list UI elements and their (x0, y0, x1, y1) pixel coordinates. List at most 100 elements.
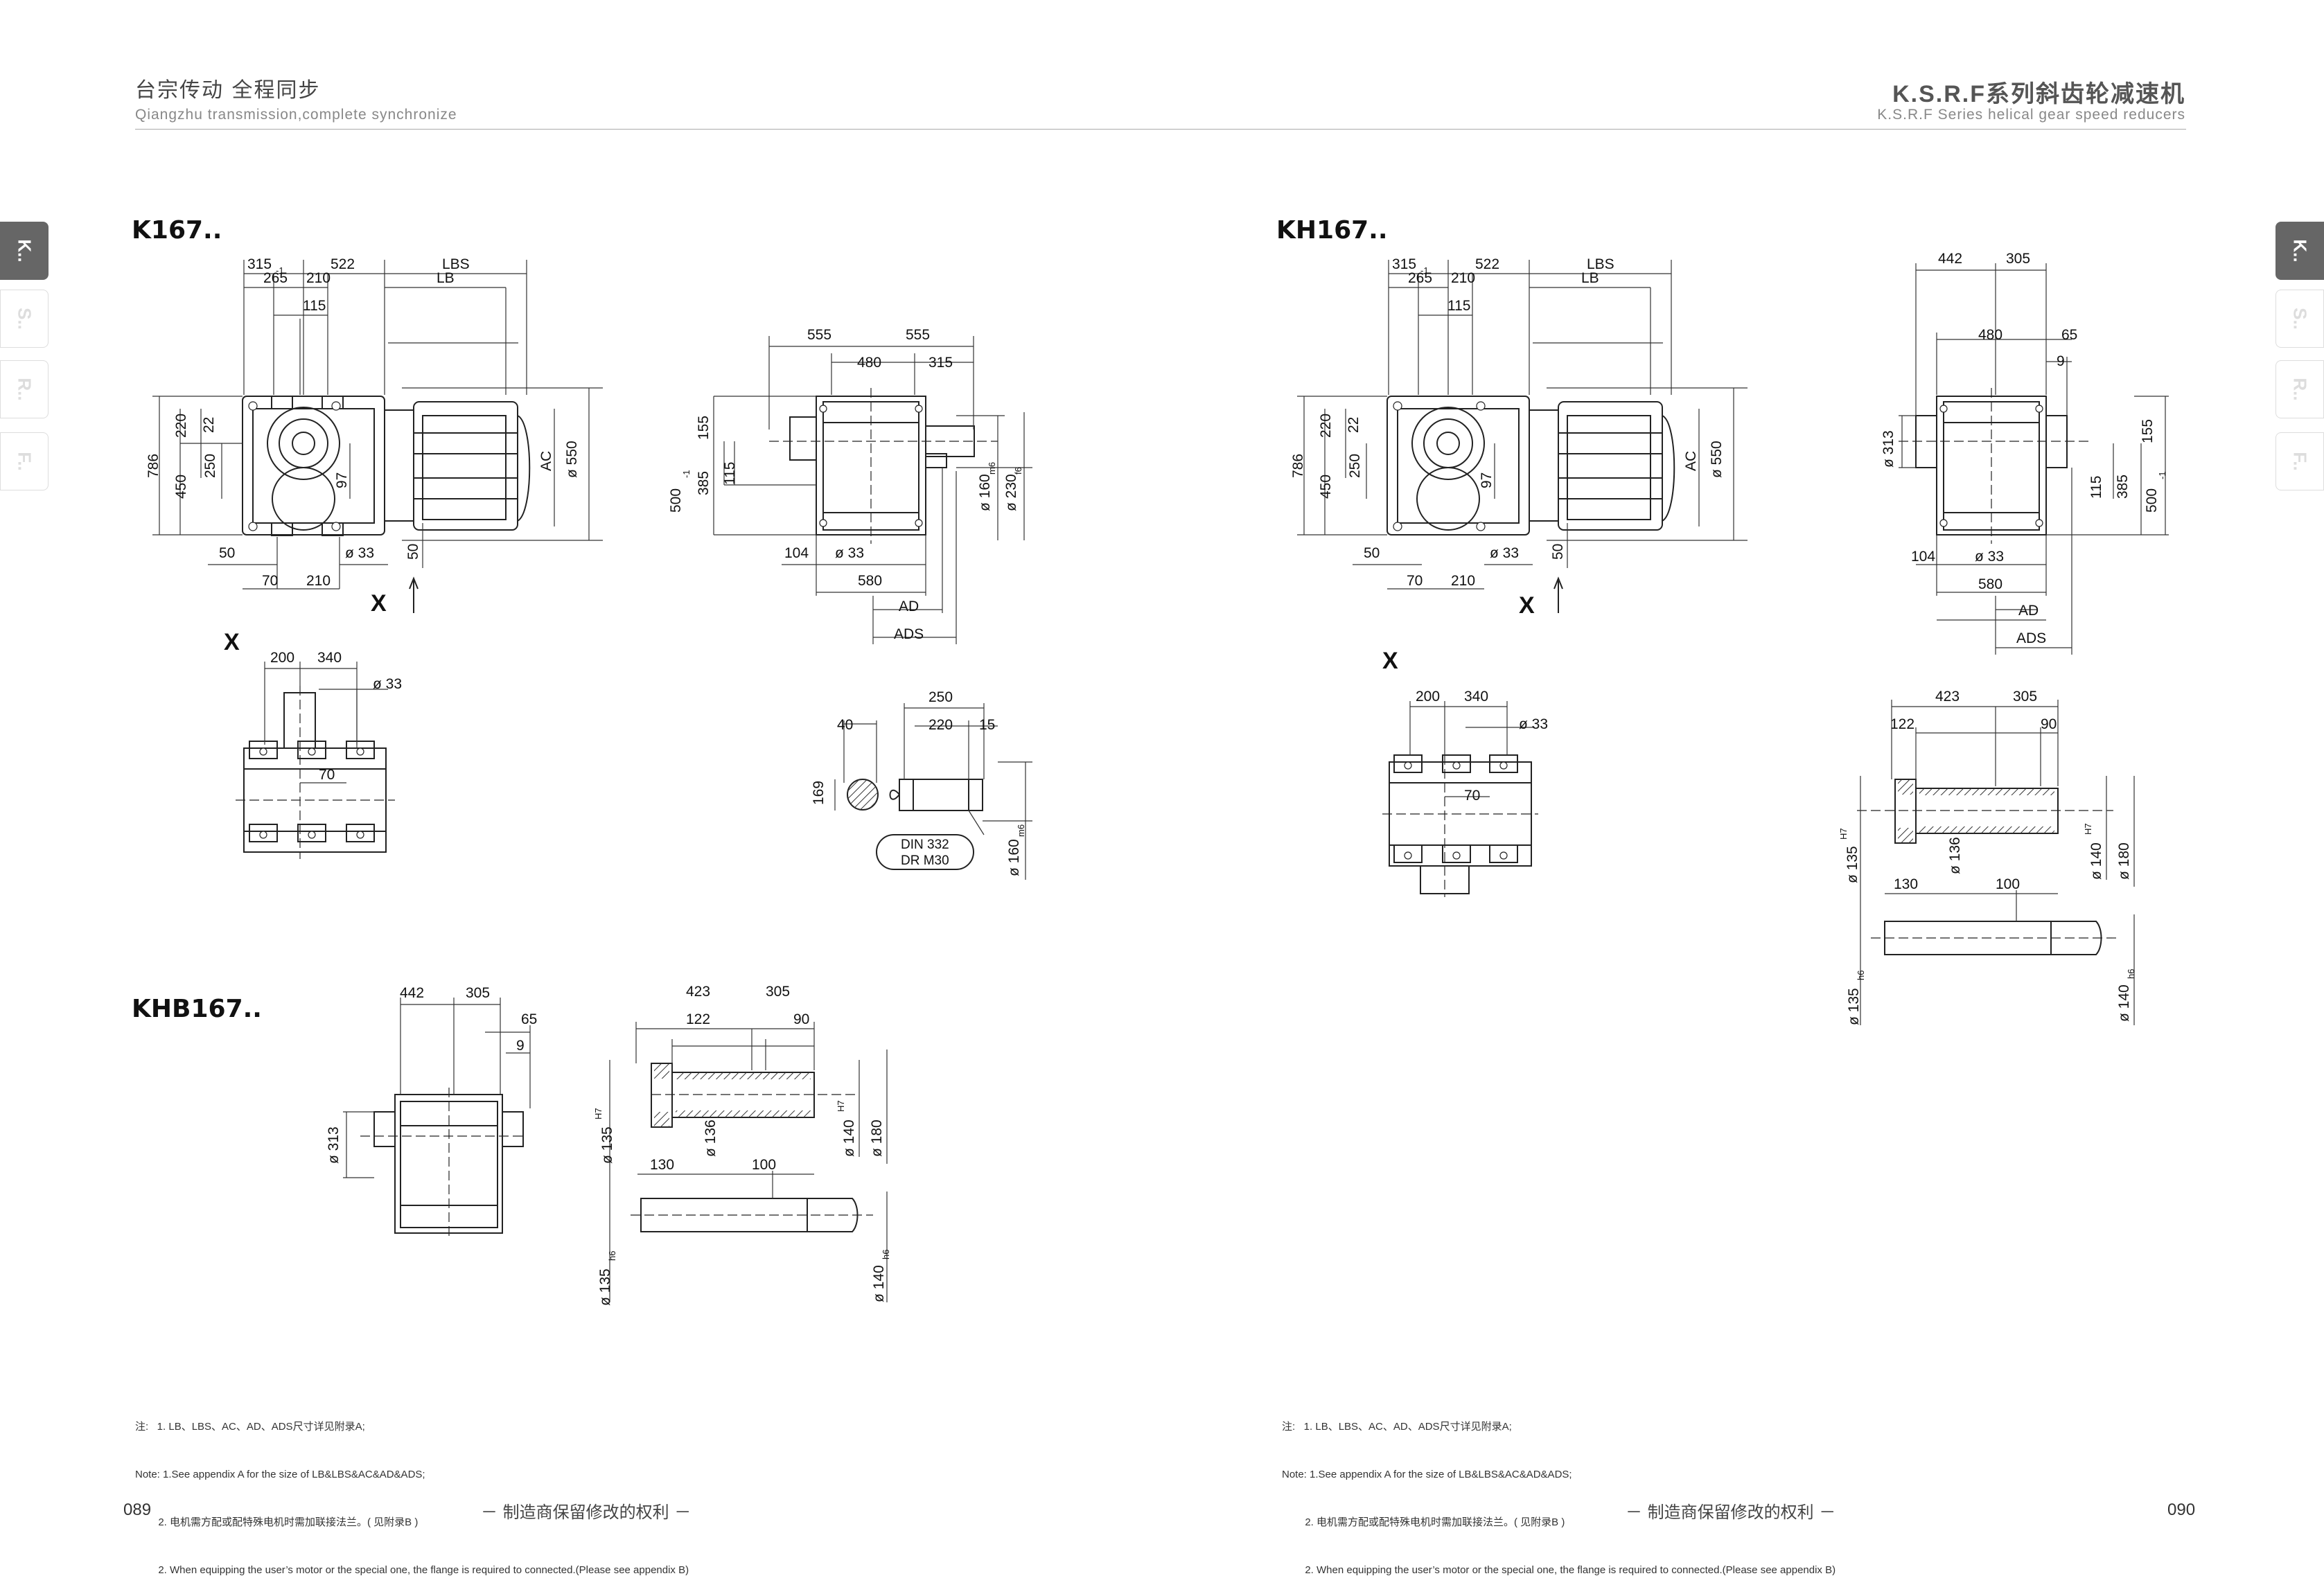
rights-reserved-right: － 制造商保留修改的权利 － (1626, 1503, 1836, 1522)
view-x-marker: X (1519, 592, 1535, 619)
dim-label: 210 (306, 270, 331, 286)
kh167-shaft-section (1857, 779, 2120, 955)
khb167-shaft-section (631, 1063, 873, 1232)
dim-label: 305 (2013, 689, 2037, 705)
note-line: 2. 电机需方配或配特殊电机时需加联接法兰。( 见附录B ) (135, 1516, 419, 1528)
note-line: 2. When equipping the user’s motor or th… (135, 1564, 689, 1576)
dim-label: ADS (894, 626, 924, 642)
dim-label: 97 (334, 472, 350, 488)
dim-label: 220 (1318, 414, 1334, 438)
dim-label: ø 33 (1490, 545, 1519, 561)
model-title-kh167: KH167.. (1276, 216, 1388, 245)
dim-label: 555 (807, 327, 831, 343)
dim-label: 340 (1464, 689, 1488, 705)
model-title-k167: K167.. (132, 216, 222, 245)
dim-label: ø 135 (599, 1126, 615, 1164)
dim-label: 442 (400, 985, 424, 1001)
tab-left-r[interactable]: R.. (0, 360, 49, 418)
dim-label: 155 (2140, 419, 2156, 443)
note-line: 2. When equipping the user’s motor or th… (1282, 1564, 1836, 1576)
k167-front-view (769, 388, 998, 544)
dim-label: 97 (1479, 472, 1495, 488)
dim-label: 315 (247, 256, 272, 272)
dim-label: 100 (1996, 876, 2020, 892)
dim-label: 423 (686, 984, 710, 1000)
dim-label: LB (1581, 270, 1599, 286)
dim-label: ø 136 (1947, 837, 1963, 874)
dim-label: 65 (521, 1011, 537, 1027)
dim-label: DIN 332 (901, 838, 949, 852)
dim-label: H7 (1838, 828, 1849, 840)
kh167-front-view (1899, 388, 2093, 544)
dim-label: 450 (1318, 475, 1334, 499)
note-line: 注: 1. LB、LBS、AC、AD、ADS尺寸详见附录A; (135, 1421, 365, 1433)
dim-label: 385 (2115, 475, 2131, 499)
dim-label: 22 (1346, 417, 1362, 433)
dim-label: m6 (987, 462, 997, 475)
dim-label: LBS (1587, 256, 1614, 272)
dim-label: 200 (1416, 689, 1440, 705)
tab-left-k[interactable]: K.. (0, 222, 49, 280)
notes-left: 注: 1. LB、LBS、AC、AD、ADS尺寸详见附录A; Note: 1.S… (135, 1387, 689, 1594)
dim-label: -1 (276, 265, 284, 276)
dim-label: h6 (881, 1250, 891, 1259)
dim-label: 500 (2144, 488, 2160, 513)
dim-label: 122 (686, 1011, 710, 1027)
dim-label: ø 33 (1975, 549, 2004, 565)
model-title-khb167: KHB167.. (132, 995, 262, 1023)
kh167-view-x (1382, 754, 1538, 897)
header-series-cn: K.S.R.F系列斜齿轮减速机 (1892, 81, 2185, 107)
note-line: 注: 1. LB、LBS、AC、AD、ADS尺寸详见附录A; (1282, 1421, 1512, 1433)
dim-label: ø 135 (1845, 846, 1860, 883)
dim-label: 315 (1392, 256, 1416, 272)
tab-right-r[interactable]: R.. (2275, 360, 2324, 418)
dim-label: 250 (928, 689, 953, 705)
view-x-title: X (224, 629, 240, 655)
dim-label: 104 (784, 545, 809, 561)
view-x-title: X (1382, 648, 1398, 674)
dim-label: ø 230 (1003, 474, 1019, 511)
notes-right: 注: 1. LB、LBS、AC、AD、ADS尺寸详见附录A; Note: 1.S… (1282, 1387, 1836, 1594)
dim-label: 265 (1408, 270, 1432, 286)
dim-label: H7 (836, 1100, 846, 1112)
dim-label: 200 (270, 650, 294, 666)
dim-label: ø 33 (835, 545, 864, 561)
k167-view-x (236, 686, 395, 859)
dim-label: 210 (1451, 573, 1475, 589)
dim-label: 786 (1290, 454, 1306, 478)
dim-label: 442 (1938, 251, 1962, 267)
dim-label: 220 (173, 414, 189, 438)
dim-label: 250 (1347, 454, 1363, 478)
rights-reserved-left: － 制造商保留修改的权利 － (481, 1503, 692, 1522)
dim-label: 70 (319, 767, 335, 783)
dim-label: DR M30 (901, 853, 949, 868)
dim-label: ADS (2016, 630, 2046, 646)
dim-label: H7 (593, 1108, 604, 1119)
dim-label: 385 (696, 471, 712, 495)
dim-label: ø 313 (326, 1126, 342, 1164)
dim-label: ø 550 (1709, 441, 1725, 478)
tab-right-f[interactable]: F.. (2275, 432, 2324, 490)
dim-label: 305 (766, 984, 790, 1000)
tab-left-f[interactable]: F.. (0, 432, 49, 490)
header-brand-cn: 台宗传动 全程同步 (135, 78, 321, 103)
dim-label: 9 (516, 1038, 525, 1054)
tab-left-s[interactable]: S.. (0, 290, 49, 348)
dim-label: -1 (681, 470, 692, 478)
dim-label: ø 550 (564, 441, 580, 478)
dim-label: 22 (201, 417, 217, 433)
dim-label: 423 (1935, 689, 1960, 705)
dim-label: 90 (793, 1011, 809, 1027)
dim-label: 104 (1911, 549, 1935, 565)
dim-label: ø 33 (345, 545, 374, 561)
dim-label: H7 (2083, 823, 2093, 835)
dim-label: 50 (405, 544, 421, 560)
dim-label: -1 (1420, 265, 1429, 276)
dim-label: 115 (2088, 476, 2104, 499)
dim-label: 15 (979, 717, 995, 733)
dim-label: 9 (2057, 353, 2065, 369)
dim-label: LBS (442, 256, 470, 272)
dim-label: 100 (752, 1157, 776, 1173)
dim-label: 522 (331, 256, 355, 272)
kh167-side-view (1387, 396, 1675, 535)
